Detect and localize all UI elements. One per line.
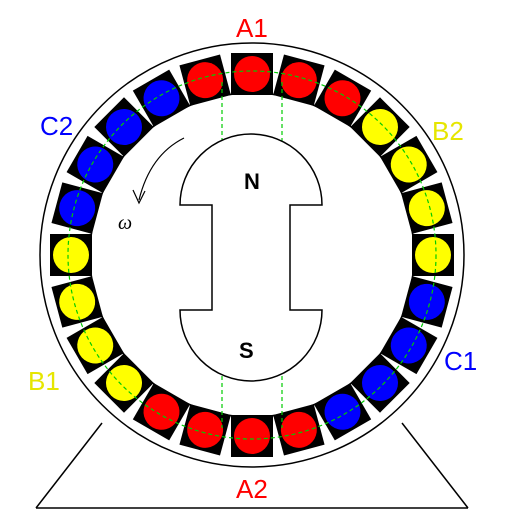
winding-conductor-c [408,283,445,320]
stator-slot [401,182,453,234]
winding-conductor-a [187,62,224,99]
motor-base [35,422,469,509]
winding-conductor-c [77,146,114,183]
phase-a2-label: A2 [236,474,268,504]
stator-slots [50,53,454,457]
phase-c2-label: C2 [40,111,73,141]
winding-conductor-b [415,237,451,273]
north-pole-label: N [244,169,260,194]
omega-label: ω [118,212,132,234]
stator-slot [273,404,325,456]
stator-slot [66,135,124,194]
rotation-arrow [132,137,185,205]
stator-slot [231,53,273,95]
winding-conductor-b [53,237,89,273]
phase-b1-label: B1 [28,366,60,396]
stator-slot [313,383,372,441]
winding-conductor-a [324,80,361,117]
stator-slot [412,234,454,276]
winding-conductor-c [361,364,398,401]
winding-conductor-c [390,327,427,364]
stator-slot [380,316,438,375]
winding-conductor-b [106,364,143,401]
winding-conductor-b [408,190,445,227]
stator-slot [273,54,325,106]
phase-c1-label: C1 [444,346,477,376]
stator-slot [401,276,453,328]
stator-slot [380,135,438,194]
winding-conductor-c [143,80,180,117]
slot-guide-circle [67,70,437,440]
stator-slot [51,276,103,328]
stator-slot [132,383,191,441]
winding-conductor-a [187,411,224,448]
stator-slot [51,182,103,234]
winding-conductor-a [143,393,180,430]
winding-conductor-a [234,56,270,92]
winding-conductor-c [324,393,361,430]
south-pole-label: S [239,338,254,363]
winding-conductor-b [77,327,114,364]
winding-conductor-c [59,190,96,227]
stator-slot [179,54,231,106]
winding-conductor-b [361,109,398,146]
stator-slot [313,69,372,127]
winding-conductor-b [390,146,427,183]
winding-conductor-a [280,62,317,99]
phase-a1-label: A1 [236,13,268,43]
winding-conductor-a [234,418,270,454]
stator-slot [231,415,273,457]
stator-slot [179,404,231,456]
winding-conductor-c [106,109,143,146]
stator-slot [50,234,92,276]
winding-conductor-a [280,411,317,448]
rotor [179,133,323,382]
stator-slot [66,316,124,375]
stator-slot [132,69,191,127]
winding-conductor-b [59,283,96,320]
phase-b2-label: B2 [432,116,464,146]
